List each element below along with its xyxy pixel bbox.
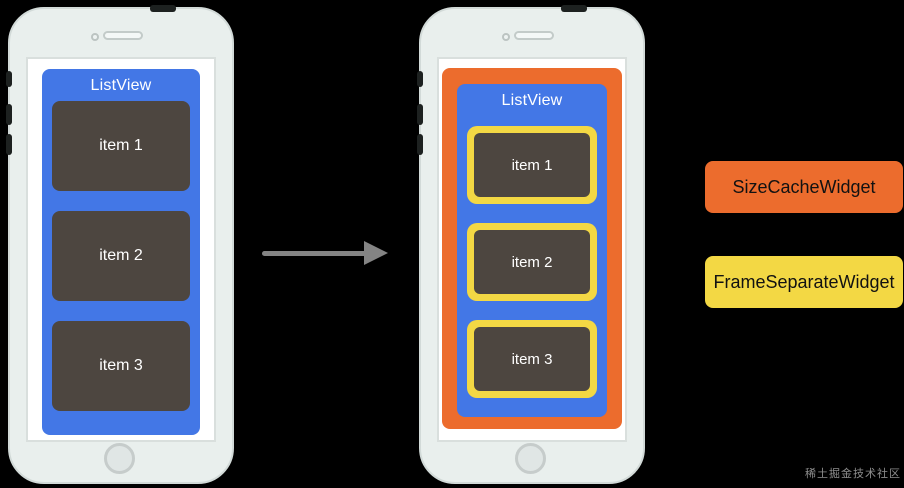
arrow-head-icon xyxy=(364,241,388,265)
volume-down-button xyxy=(417,134,423,155)
phone-screen: ListView item 1 item 2 item 3 xyxy=(26,57,216,442)
list-item: item 3 xyxy=(52,321,190,411)
volume-up-button xyxy=(6,104,12,125)
speaker-slot xyxy=(103,31,143,40)
list-item: item 2 xyxy=(52,211,190,301)
mute-switch xyxy=(6,71,12,87)
power-button xyxy=(150,5,176,12)
phone-mockup-left: ListView item 1 item 2 item 3 xyxy=(6,5,234,484)
mute-switch xyxy=(417,71,423,87)
listview-container: ListView item 1 item 2 item 3 xyxy=(42,69,200,435)
listview-title: ListView xyxy=(90,77,152,94)
size-cache-widget-wrapper: ListView item 1 item 2 item 3 xyxy=(442,68,622,429)
frame-separate-widget-wrapper: item 3 xyxy=(467,320,597,398)
power-button xyxy=(561,5,587,12)
legend-frame-separate-widget: FrameSeparateWidget xyxy=(705,256,903,308)
front-camera-icon xyxy=(502,33,510,41)
front-camera-icon xyxy=(91,33,99,41)
home-button xyxy=(515,443,546,474)
home-button xyxy=(104,443,135,474)
frame-separate-widget-wrapper: item 1 xyxy=(467,126,597,204)
transform-arrow xyxy=(262,239,388,267)
frame-separate-widget-wrapper: item 2 xyxy=(467,223,597,301)
list-item: item 1 xyxy=(52,101,190,191)
list-item: item 1 xyxy=(474,133,590,197)
phone-screen: ListView item 1 item 2 item 3 xyxy=(437,57,627,442)
watermark-text: 稀土掘金技术社区 xyxy=(805,468,901,480)
legend-size-cache-widget: SizeCacheWidget xyxy=(705,161,903,213)
volume-down-button xyxy=(6,134,12,155)
arrow-line xyxy=(262,251,368,256)
volume-up-button xyxy=(417,104,423,125)
listview-container: ListView item 1 item 2 item 3 xyxy=(457,84,607,417)
speaker-slot xyxy=(514,31,554,40)
phone-mockup-right: ListView item 1 item 2 item 3 xyxy=(417,5,645,484)
list-item: item 3 xyxy=(474,327,590,391)
listview-title: ListView xyxy=(501,92,563,109)
list-item: item 2 xyxy=(474,230,590,294)
